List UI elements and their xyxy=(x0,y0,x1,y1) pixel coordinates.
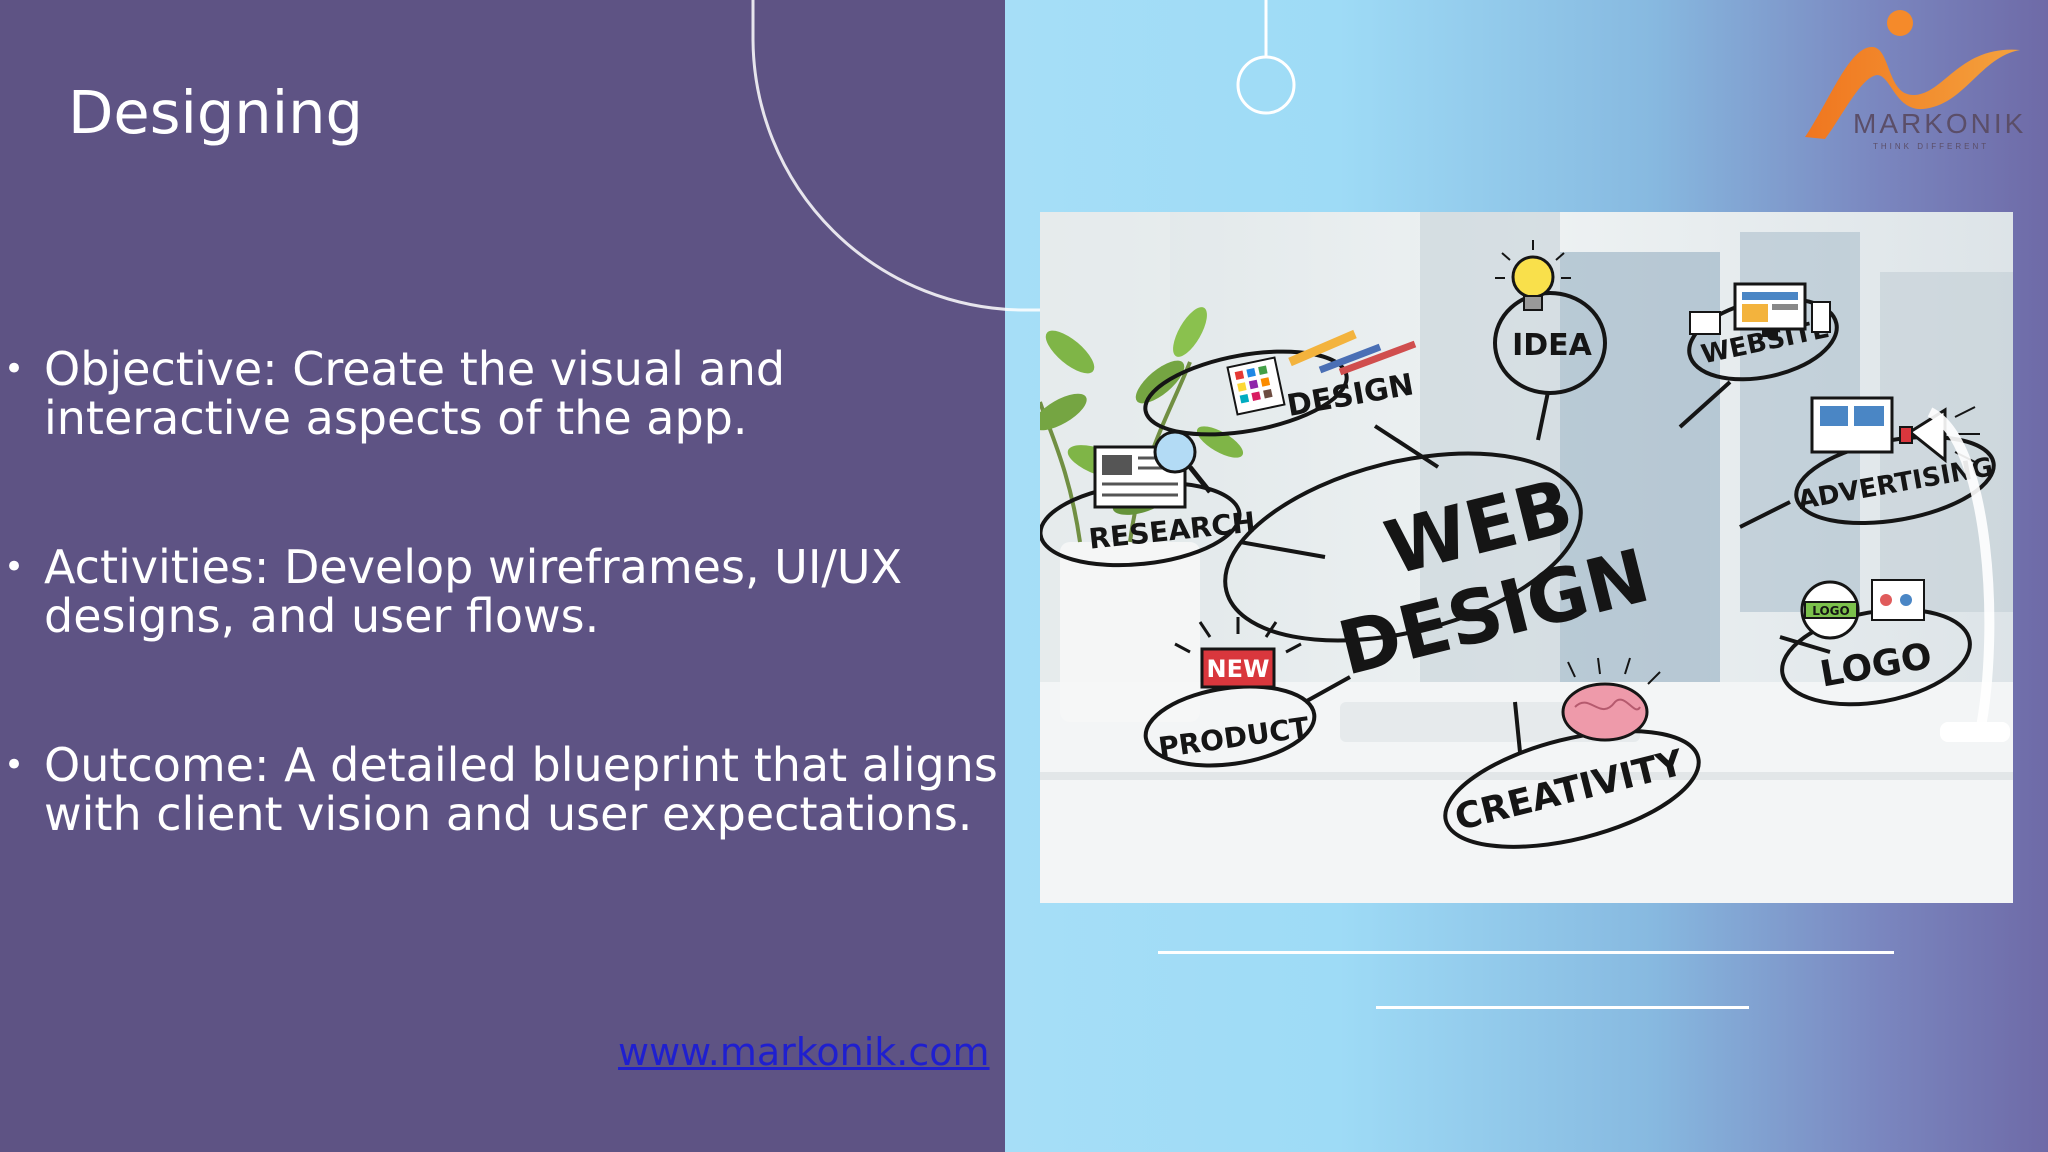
newspaper-magnifier-icon xyxy=(1093,430,1212,509)
megaphone-icon xyxy=(1810,396,1980,464)
bullet-text: Outcome: A detailed blueprint that align… xyxy=(44,738,998,841)
new-badge-icon xyxy=(1200,647,1276,689)
divider-line-short xyxy=(1376,1006,1749,1009)
logo-wordmark: MARKONIK xyxy=(1853,108,2027,139)
pencils-icon xyxy=(1288,329,1417,376)
bullet-dot: • xyxy=(4,745,25,785)
slide-title: Designing xyxy=(68,78,363,147)
bullet-text: Objective: Create the visual and interac… xyxy=(44,342,786,445)
bullet-item-outcome: • Outcome: A detailed blueprint that ali… xyxy=(4,738,1004,841)
markonik-logo-icon xyxy=(1805,10,2020,139)
logo-badge-label: LOGO xyxy=(1812,604,1849,618)
lightbulb-icon xyxy=(1495,240,1571,311)
devices-icon xyxy=(1689,282,1831,337)
bullet-text: Activities: Develop wireframes, UI/UX de… xyxy=(44,540,903,643)
new-badge-label: NEW xyxy=(1207,655,1270,683)
bullet-dot: • xyxy=(4,547,25,587)
bullet-item-objective: • Objective: Create the visual and inter… xyxy=(4,342,1004,445)
label-idea: IDEA xyxy=(1512,328,1593,363)
bullet-dot: • xyxy=(4,349,25,389)
divider-line-long xyxy=(1158,951,1894,954)
brain-icon xyxy=(1561,657,1661,742)
web-design-illustration: WEB DESIGN DESIGN IDEA WEBSITE RESEARCH … xyxy=(1040,212,2013,903)
logo-tagline: THINK DIFFERENT xyxy=(1873,142,1990,151)
bullet-item-activities: • Activities: Develop wireframes, UI/UX … xyxy=(4,540,1004,643)
website-link[interactable]: www.markonik.com xyxy=(618,1030,990,1074)
color-palette-icon xyxy=(1226,356,1286,416)
logo-badge-icon: LOGO xyxy=(1800,579,1925,640)
